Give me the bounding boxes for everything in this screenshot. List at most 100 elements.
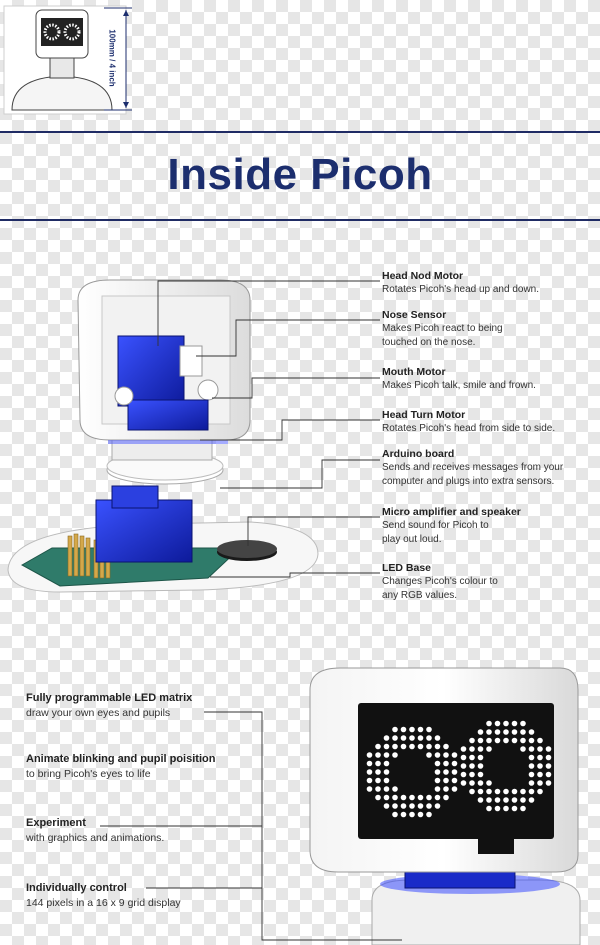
led-pixel: [366, 786, 373, 792]
led-pixel: [392, 735, 398, 741]
led-pixel: [477, 780, 484, 786]
led-pixel: [375, 777, 381, 784]
led-pixel: [486, 788, 492, 795]
picoh-thumbnail-icon: [3, 5, 127, 115]
led-pixel: [392, 803, 398, 809]
led-pixel: [486, 805, 492, 812]
led-pixel: [400, 743, 407, 750]
led-pixel: [434, 777, 441, 784]
feature-description: to bring Picoh's eyes to life: [26, 768, 151, 780]
led-pixel: [545, 754, 552, 761]
title-rule-bottom: [0, 219, 600, 221]
led-pixel: [417, 743, 424, 750]
led-pixel: [477, 729, 484, 735]
led-pixel: [409, 726, 415, 733]
led-pixel: [528, 729, 535, 735]
led-pixel: [375, 743, 381, 750]
led-pixel: [443, 743, 449, 750]
led-pixel: [520, 788, 526, 795]
led-pixel: [426, 726, 432, 733]
feature-title: Experiment: [26, 817, 86, 829]
led-pixel: [528, 797, 535, 803]
led-pixel: [375, 760, 381, 767]
feature-led-matrix: Fully programmable LED matrix draw your …: [26, 691, 266, 721]
dimension-arrow-icon: [104, 7, 132, 111]
feature-title: Fully programmable LED matrix: [26, 692, 193, 704]
led-pixel: [528, 746, 535, 752]
led-pixel: [366, 769, 373, 775]
led-pixel: [451, 760, 458, 767]
led-pixel: [503, 805, 509, 812]
led-pixel: [503, 737, 509, 744]
led-pixel: [503, 720, 509, 727]
feature-individually-control: Individually control 144 pixels in a 16 …: [26, 881, 266, 911]
callout-title: LED Base: [382, 562, 432, 574]
led-pixel: [494, 729, 501, 735]
led-pixel: [545, 780, 552, 786]
led-pixel: [409, 735, 415, 741]
led-pixel: [511, 737, 518, 744]
led-pixel: [426, 811, 432, 818]
led-pixel: [537, 763, 543, 769]
feature-experiment: Experiment with graphics and animations.: [26, 816, 266, 846]
led-pixel: [392, 786, 398, 792]
led-pixel: [417, 803, 424, 809]
led-pixel: [417, 794, 424, 801]
led-pixel: [451, 777, 458, 784]
led-pixel: [392, 811, 398, 818]
led-pixel: [528, 771, 535, 778]
led-pixel: [503, 788, 509, 795]
led-pixel: [511, 720, 518, 727]
callout-description: Makes Picoh talk, smile and frown.: [382, 380, 536, 391]
led-pixel: [469, 746, 475, 752]
led-pixel: [451, 769, 458, 775]
led-pixel: [494, 720, 501, 727]
led-pixel: [434, 794, 441, 801]
led-pixel: [511, 729, 518, 735]
led-pixel: [434, 786, 441, 792]
led-pixel: [434, 735, 441, 741]
led-pixel: [460, 754, 467, 761]
led-pixel: [503, 729, 509, 735]
callout-description: Changes Picoh's colour to any RGB values…: [382, 576, 498, 601]
led-pixel: [383, 803, 390, 809]
callout-description: Rotates Picoh's head up and down.: [382, 284, 540, 295]
led-pixel: [400, 803, 407, 809]
led-pixel: [511, 805, 518, 812]
callout-title: Head Turn Motor: [382, 409, 466, 421]
callout-description: Send sound for Picoh to play out loud.: [382, 520, 489, 545]
led-pixel: [537, 788, 543, 795]
led-pixel: [417, 811, 424, 818]
led-pixel: [511, 788, 518, 795]
led-pixel: [434, 803, 441, 809]
led-pixel: [409, 743, 415, 750]
led-pixel: [469, 737, 475, 744]
led-pixel: [486, 746, 492, 752]
led-pixel: [392, 743, 398, 750]
callout-mouth-motor: Mouth Motor Makes Picoh talk, smile and …: [382, 365, 597, 393]
led-pixel: [434, 760, 441, 767]
led-pixel: [426, 752, 432, 758]
led-pixel: [400, 735, 407, 741]
led-pixel: [434, 752, 441, 758]
led-pixel: [426, 743, 432, 750]
led-pixel: [520, 805, 526, 812]
led-pixel: [477, 771, 484, 778]
led-pixel: [469, 771, 475, 778]
led-pixel: [417, 735, 424, 741]
led-pixel: [520, 720, 526, 727]
led-pixel: [486, 780, 492, 786]
led-pixel: [409, 794, 415, 801]
callout-arduino-board: Arduino board Sends and receives message…: [382, 447, 597, 489]
led-pixel: [383, 743, 390, 750]
led-pixel: [383, 786, 390, 792]
led-pixel: [443, 777, 449, 784]
led-pixel: [511, 797, 518, 803]
led-pixel: [375, 786, 381, 792]
led-pixel: [392, 726, 398, 733]
callout-title: Arduino board: [382, 448, 455, 460]
led-pixel: [426, 803, 432, 809]
led-pixel: [494, 805, 501, 812]
